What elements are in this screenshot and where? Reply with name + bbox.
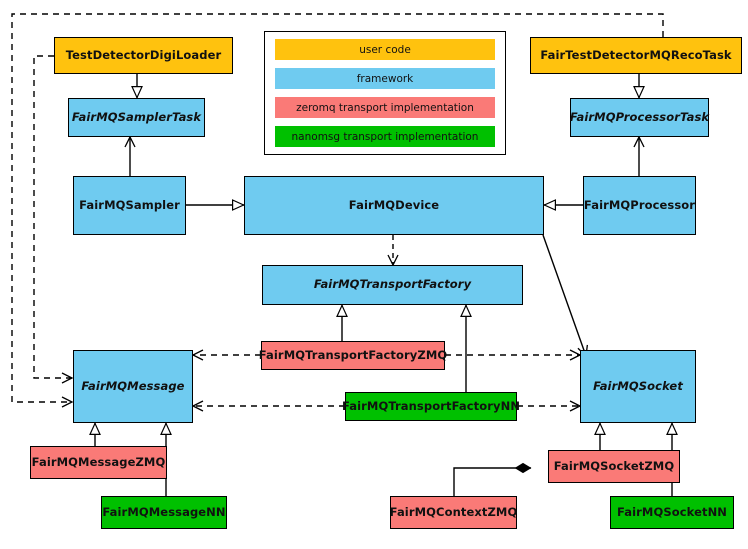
legend-label-framework: framework [356,72,414,85]
edge-digiloader-message [33,55,74,384]
class-node-fairmqprocessortask[interactable]: FairMQProcessorTask [570,98,709,137]
legend-label-nanomsg: nanomsg transport implementation [291,130,479,143]
legend-item-framework: framework [275,68,495,89]
legend-panel: user code framework zeromq transport imp… [264,31,506,155]
class-node-fairmqmessagezmq[interactable]: FairMQMessageZMQ [30,446,167,479]
legend-item-zeromq: zeromq transport implementation [275,97,495,118]
class-node-fairmqsocket[interactable]: FairMQSocket [580,350,696,423]
edge-contextzmq-socketzmq [453,462,532,496]
edge-device-socket [542,234,589,358]
class-node-fairmqtransportfactoryzmq[interactable]: FairMQTransportFactoryZMQ [259,341,447,370]
legend-item-user-code: user code [275,39,495,60]
class-node-fairtestdetectormqrecotask[interactable]: FairTestDetectorMQRecoTask [530,37,742,74]
legend-label-zeromq: zeromq transport implementation [296,101,474,114]
class-node-fairmqtransportfactory[interactable]: FairMQTransportFactory [262,265,523,305]
class-node-fairmqsocketzmq[interactable]: FairMQSocketZMQ [548,450,680,483]
legend-label-user-code: user code [359,43,411,56]
class-node-fairmqprocessor[interactable]: FairMQProcessor [583,176,696,235]
class-node-fairmqdevice[interactable]: FairMQDevice [244,176,544,235]
class-node-fairmqsampler[interactable]: FairMQSampler [73,176,186,235]
class-node-fairmqmessage[interactable]: FairMQMessage [73,350,193,423]
class-node-fairmqsamplertask[interactable]: FairMQSamplerTask [68,98,205,137]
class-node-fairmqsocketnn[interactable]: FairMQSocketNN [610,496,734,529]
class-node-fairmqtransportfactorynn[interactable]: FairMQTransportFactoryNN [342,392,520,421]
legend-item-nanomsg: nanomsg transport implementation [275,126,495,147]
class-node-testdetectordigiloader[interactable]: TestDetectorDigiLoader [54,37,233,74]
class-node-fairmqcontextzmq[interactable]: FairMQContextZMQ [390,496,517,529]
class-node-fairmqmessagenn[interactable]: FairMQMessageNN [101,496,227,529]
